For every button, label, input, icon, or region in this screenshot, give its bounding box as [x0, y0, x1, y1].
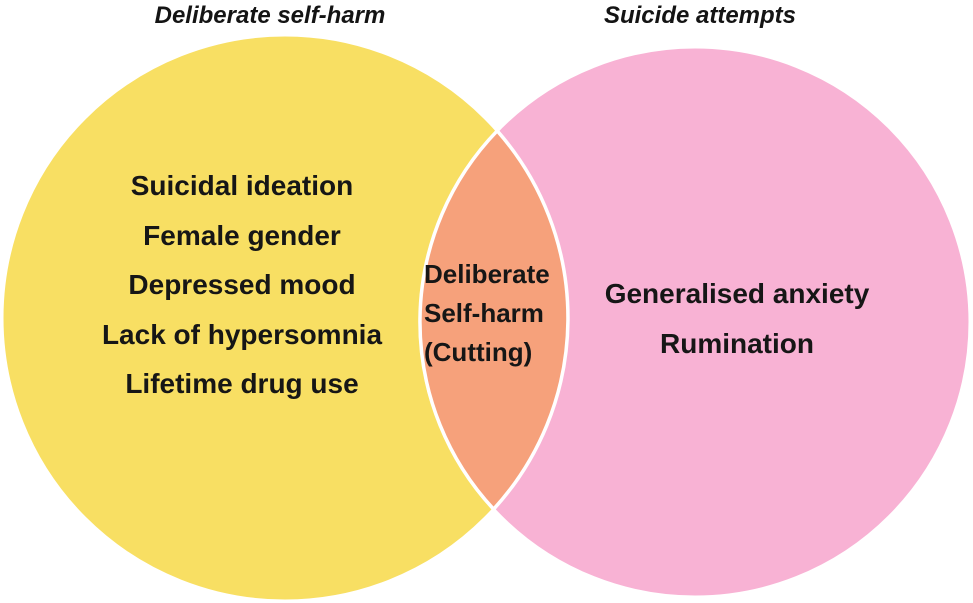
left-set-items: Suicidal ideation Female gender Depresse…	[42, 161, 442, 409]
overlap-line: Deliberate	[424, 259, 550, 289]
left-item: Lack of hypersomnia	[101, 318, 383, 350]
right-item: Rumination	[660, 328, 814, 359]
right-set-items: Generalised anxiety Rumination	[537, 269, 937, 369]
left-item: Lifetime drug use	[125, 368, 359, 399]
left-set-title: Deliberate self-harm	[154, 2, 386, 29]
overlap-line: Self-harm	[424, 298, 544, 328]
overlap-line: (Cutting)	[424, 337, 533, 367]
right-item: Generalised anxiety	[604, 278, 870, 309]
overlap-lens	[418, 128, 570, 512]
overlap-label: Deliberate Self-harm (Cutting)	[424, 255, 574, 372]
left-item: Suicidal ideation	[130, 170, 354, 201]
right-set-title: Suicide attempts	[603, 2, 797, 29]
left-item: Female gender	[143, 219, 341, 251]
left-item: Depressed mood	[128, 269, 356, 300]
